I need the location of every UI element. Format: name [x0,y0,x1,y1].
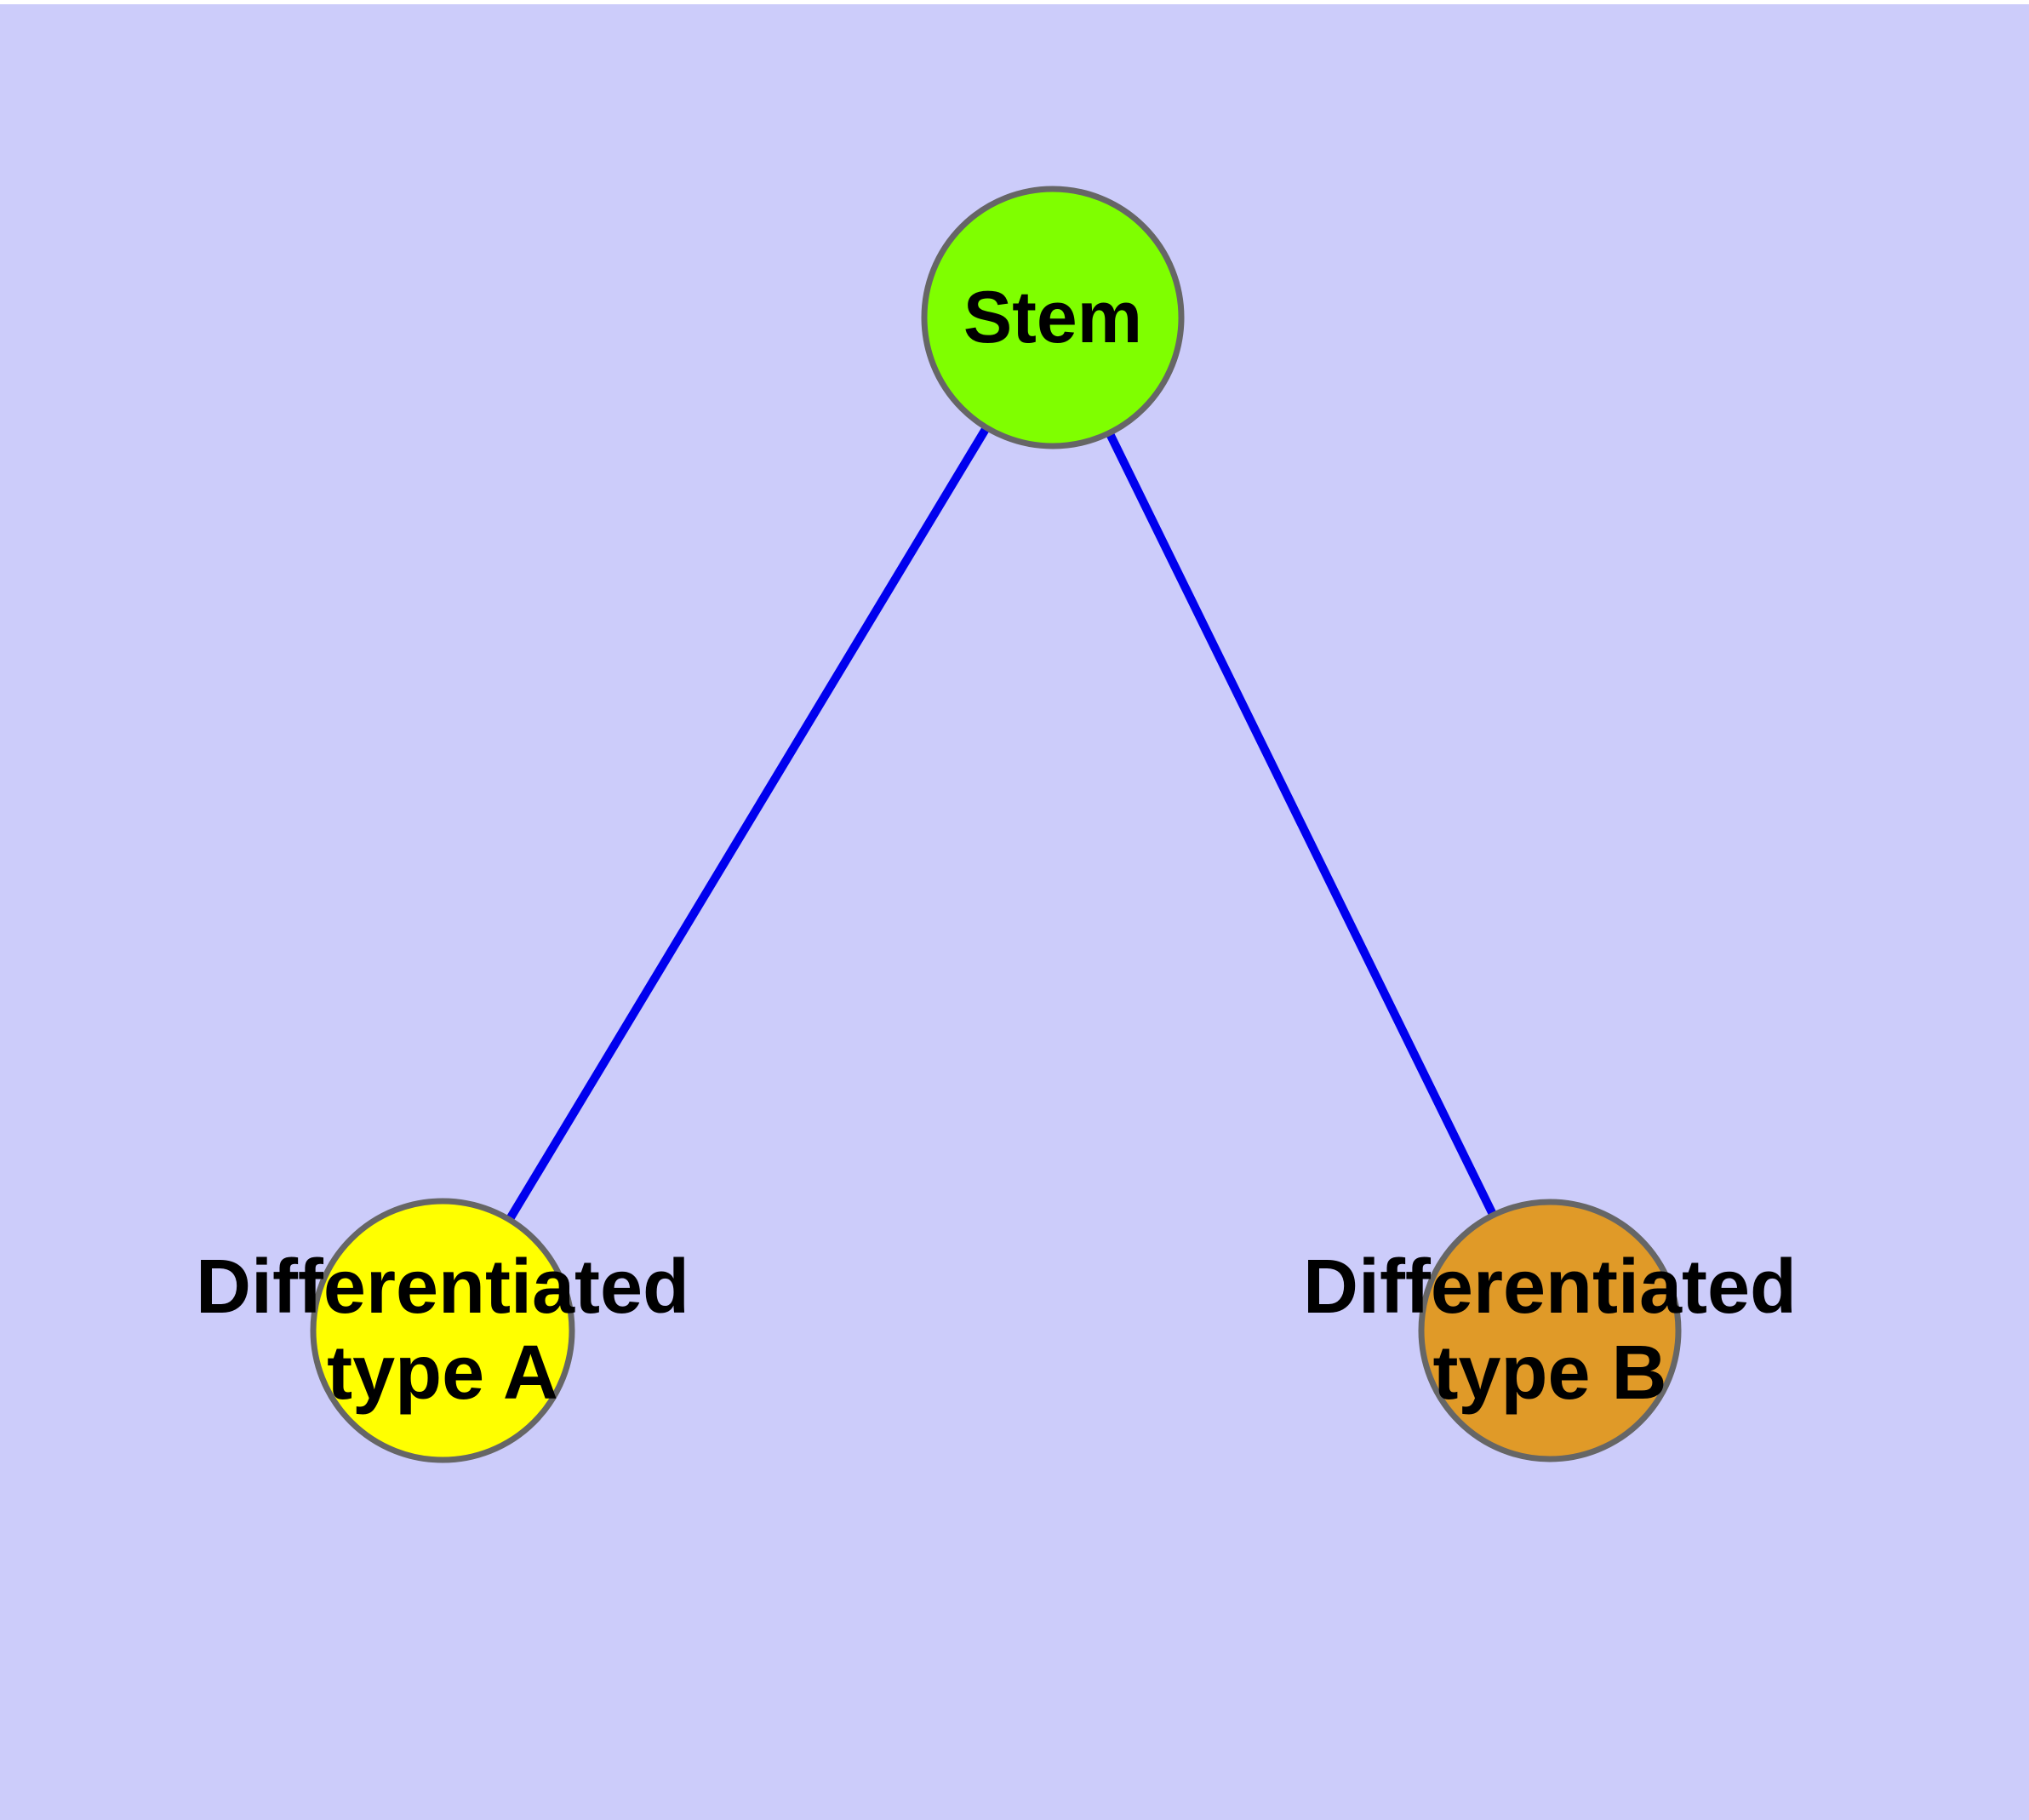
node-stem[interactable] [921,186,1185,449]
node-differentiated-type-a[interactable] [310,1198,575,1463]
edges-group [504,422,1499,1225]
edge-stem-to-differentiated-type-a[interactable] [504,422,992,1225]
edge-stem-to-differentiated-type-b[interactable] [1104,427,1499,1221]
top-margin-strip [0,0,2029,4]
nodes-group [310,186,1682,1463]
node-differentiated-type-b[interactable] [1418,1199,1682,1462]
